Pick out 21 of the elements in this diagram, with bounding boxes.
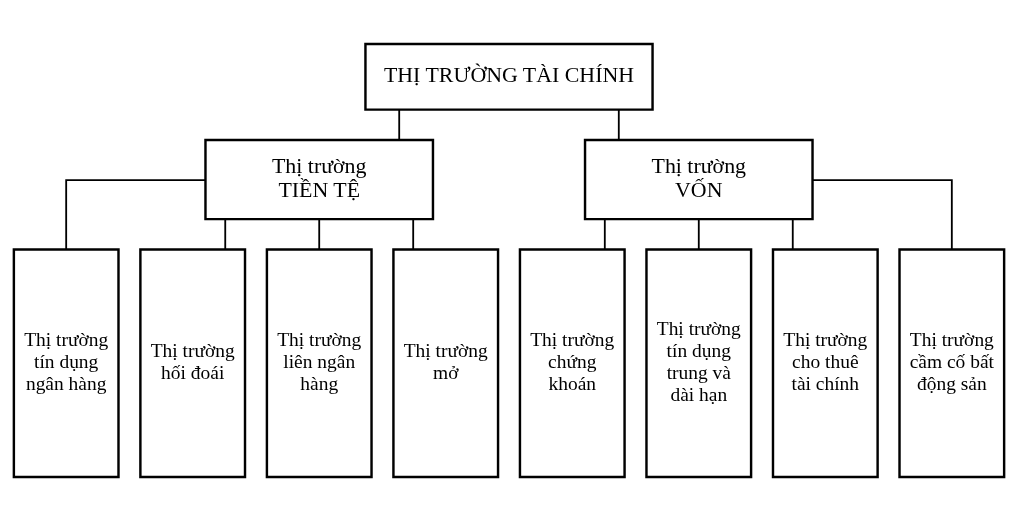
node-box: THỊ TRƯỜNG TÀI CHÍNH (363, 42, 654, 111)
node-box: Thị trường mở (391, 247, 499, 478)
node-box: Thị trường cầm cố bất động sản (897, 247, 1005, 478)
node-box: Thị trường TIỀN TỆ (203, 138, 434, 220)
node-box: Thị trường liên ngân hàng (265, 247, 373, 478)
connector (64, 178, 206, 250)
connector (317, 218, 320, 250)
node-box: Thị trường cho thuê tài chính (771, 247, 879, 478)
node-box: Thị trường tín dụng trung và dài hạn (644, 247, 752, 478)
connector (811, 178, 953, 250)
connector (397, 108, 400, 141)
connector (697, 218, 700, 250)
connector (223, 218, 226, 250)
connector (411, 218, 414, 250)
connector (617, 108, 620, 141)
connector (603, 218, 606, 250)
connector (791, 218, 794, 250)
node-box: Thị trường hối đoái (138, 247, 246, 478)
node-box: Thị trường VỐN (583, 138, 814, 220)
node-box: Thị trường chứng khoán (518, 247, 626, 478)
node-box: Thị trường tín dụng ngân hàng (12, 247, 120, 478)
